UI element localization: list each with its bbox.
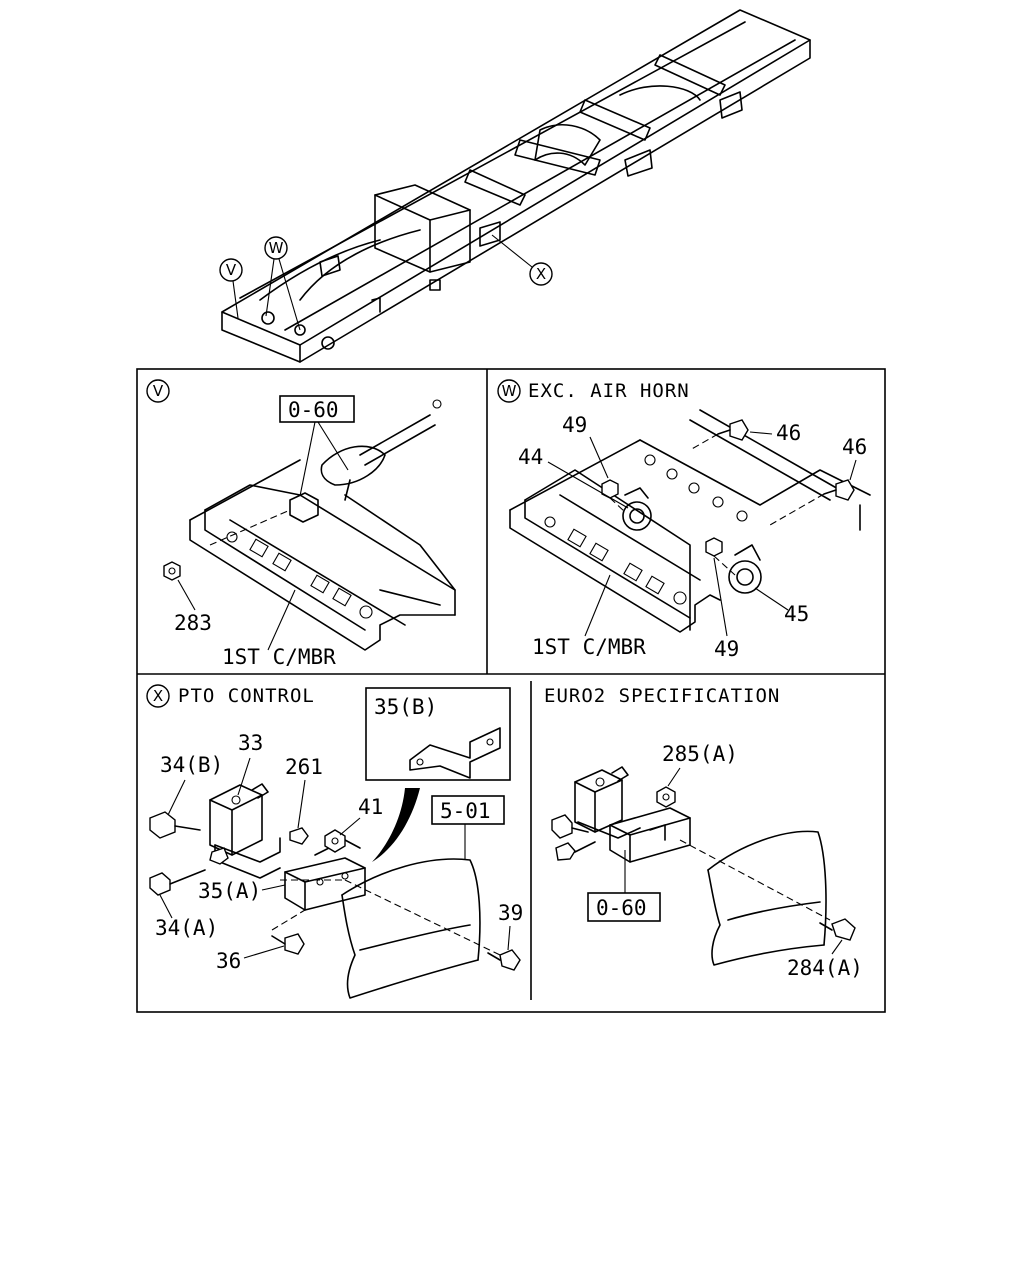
label-panel-x-part-261: 261 — [285, 755, 323, 779]
bolt-39 — [499, 949, 521, 971]
panel-euro2: EURO2 SPECIFICATION 285(A) 284(A) — [544, 685, 863, 980]
callout-x: X — [491, 234, 553, 286]
bolt-284a — [831, 918, 856, 941]
label-panel-x-title: PTO CONTROL — [178, 685, 315, 707]
label-panel-x-inset-label: 35(B) — [374, 695, 437, 719]
panel-x-marker — [146, 684, 170, 708]
label-panel-w-part-44: 44 — [518, 445, 543, 469]
panel-w-marker — [497, 379, 521, 403]
label-overview-callouts-x: X — [536, 265, 546, 283]
label-panel-w-marker: W — [502, 382, 517, 400]
horn-45 — [728, 560, 762, 594]
label-panel-w-member-label: 1ST C/MBR — [532, 635, 646, 659]
panel-w: W EXC. AIR HORN — [497, 379, 871, 661]
label-panel-w-part-45: 45 — [784, 602, 809, 626]
solenoid-euro — [574, 769, 623, 833]
panel-x-ref-box — [431, 795, 505, 825]
panel-v-ref-box — [279, 395, 355, 423]
label-panel-euro-part-284a: 284(A) — [787, 956, 863, 980]
nut-49-bottom — [705, 537, 723, 557]
panel-euro-ref-box — [587, 892, 661, 922]
label-panel-w-part-46-b: 46 — [842, 435, 867, 459]
bracket-35a — [284, 857, 366, 911]
washer-41 — [324, 829, 346, 853]
label-panel-x-part-35a: 35(A) — [198, 879, 261, 903]
label-panel-w-part-49-bottom: 49 — [714, 637, 739, 661]
label-panel-x-part-41: 41 — [358, 795, 383, 819]
fitting-34a — [149, 872, 171, 896]
nut-283 — [163, 561, 181, 581]
label-panel-x-ref-box: 5-01 — [440, 799, 491, 823]
chassis-frame-overview — [221, 9, 811, 363]
bolt-46-a — [729, 419, 749, 441]
label-panel-x-marker: X — [153, 687, 163, 705]
label-panel-x-part-34a: 34(A) — [155, 916, 218, 940]
label-panel-v-part-283: 283 — [174, 611, 212, 635]
label-overview-callouts-v: V — [226, 261, 237, 279]
callout-w: W — [264, 236, 301, 331]
plug-261 — [289, 827, 309, 845]
nut-285a — [656, 786, 676, 808]
panel-grid — [136, 368, 886, 1013]
label-panel-v-ref-box: 0-60 — [288, 398, 339, 422]
bolt-46-b — [835, 479, 855, 501]
callout-v: V — [219, 258, 243, 319]
label-panel-v-member-label: 1ST C/MBR — [222, 645, 336, 669]
label-panel-euro-ref-box: 0-60 — [596, 896, 647, 920]
label-panel-v-marker: V — [153, 382, 164, 400]
label-panel-w-part-46-a: 46 — [776, 421, 801, 445]
horn-44 — [622, 501, 652, 531]
label-panel-x-part-33: 33 — [238, 731, 263, 755]
nut-49-top — [601, 479, 619, 499]
fitting-34b — [149, 811, 176, 839]
panel-x: X PTO CONTROL 35(B) 5-01 — [146, 684, 523, 999]
label-overview-callouts-w: W — [269, 239, 284, 257]
label-panel-x-part-34b: 34(B) — [160, 753, 223, 777]
label-panel-w-part-49-top: 49 — [562, 413, 587, 437]
solenoid-33 — [209, 784, 263, 856]
label-panel-x-part-36: 36 — [216, 949, 241, 973]
label-panel-euro-part-285a: 285(A) — [662, 742, 738, 766]
panel-v: V 0-60 283 1ST C/MBR — [146, 379, 456, 669]
label-panel-euro-title: EURO2 SPECIFICATION — [544, 685, 780, 707]
label-panel-w-title: EXC. AIR HORN — [528, 380, 690, 402]
panel-v-marker — [146, 379, 170, 403]
bolt-36 — [284, 933, 305, 955]
label-panel-x-part-39: 39 — [498, 901, 523, 925]
arrow-inset — [372, 788, 420, 862]
